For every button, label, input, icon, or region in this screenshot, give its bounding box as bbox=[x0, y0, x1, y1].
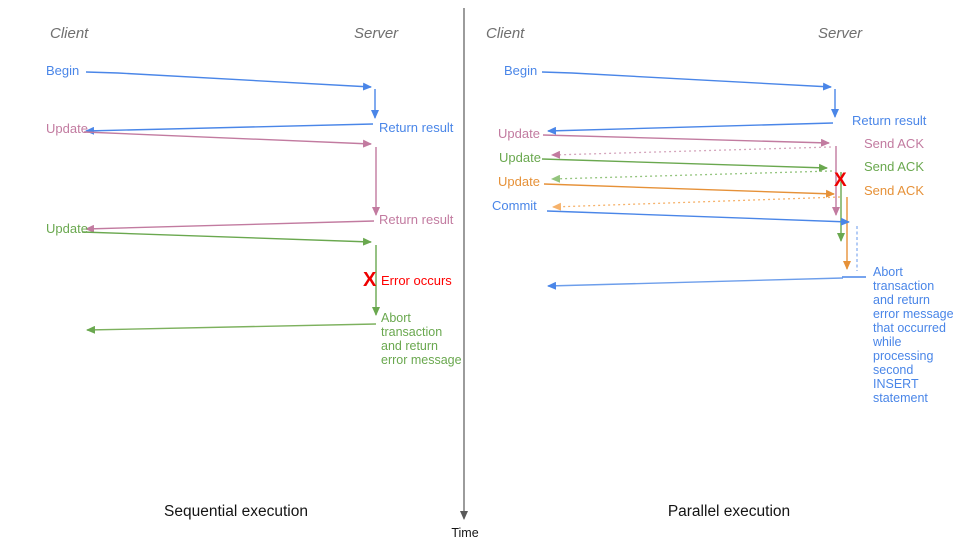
time-axis-label: Time bbox=[451, 526, 479, 540]
right-commit-request-arrow bbox=[546, 210, 850, 226]
right-server-header: Server bbox=[818, 25, 863, 42]
left-return-result-1-arrow bbox=[85, 123, 374, 135]
right-return-result-label: Return result bbox=[852, 113, 927, 128]
left-server-header: Server bbox=[354, 25, 399, 42]
right-abort-note: Abort transaction and return error messa… bbox=[873, 265, 954, 405]
right-return-result-arrow bbox=[547, 122, 834, 135]
right-update-3-request-arrow bbox=[543, 183, 835, 198]
left-return-result-1-label: Return result bbox=[379, 120, 454, 135]
right-send-ack-1-label: Send ACK bbox=[864, 136, 924, 151]
left-update-1-request-arrow bbox=[83, 131, 372, 148]
left-diagram-title: Sequential execution bbox=[164, 503, 308, 520]
right-abort-return-arrow bbox=[547, 277, 844, 290]
left-abort-note: Abort transaction and return error messa… bbox=[381, 311, 462, 367]
right-diagram-title: Parallel execution bbox=[667, 503, 791, 520]
left-update-1-label: Update bbox=[46, 121, 88, 136]
left-abort-return-arrow bbox=[86, 323, 377, 334]
right-send-ack-1-arrow bbox=[551, 146, 832, 159]
left-return-result-2-arrow bbox=[85, 220, 375, 233]
right-update-1-request-arrow bbox=[542, 134, 830, 147]
right-update-2-label: Update bbox=[499, 150, 541, 165]
right-commit-label: Commit bbox=[492, 198, 537, 213]
right-begin-request-arrow bbox=[541, 71, 832, 91]
right-update-2-request-arrow bbox=[541, 158, 828, 172]
left-error-occurs-label: Error occurs bbox=[381, 273, 452, 288]
left-error-x-icon: X bbox=[363, 269, 377, 291]
right-client-header: Client bbox=[486, 25, 525, 42]
right-error-x-icon: X bbox=[834, 170, 847, 191]
left-begin-request-arrow bbox=[85, 71, 372, 91]
left-update-2-request-arrow bbox=[81, 231, 372, 246]
right-send-ack-2-arrow bbox=[551, 170, 833, 183]
right-begin-label: Begin bbox=[504, 63, 538, 78]
left-update-2-label: Update bbox=[46, 221, 88, 236]
right-update-3-label: Update bbox=[498, 174, 540, 189]
right-update-1-label: Update bbox=[498, 126, 540, 141]
right-send-ack-2-label: Send ACK bbox=[864, 159, 924, 174]
right-send-ack-3-label: Send ACK bbox=[864, 183, 924, 198]
right-send-ack-3-arrow bbox=[552, 196, 841, 211]
left-return-result-2-label: Return result bbox=[379, 212, 454, 227]
left-begin-label: Begin bbox=[46, 63, 80, 78]
left-client-header: Client bbox=[50, 25, 89, 42]
